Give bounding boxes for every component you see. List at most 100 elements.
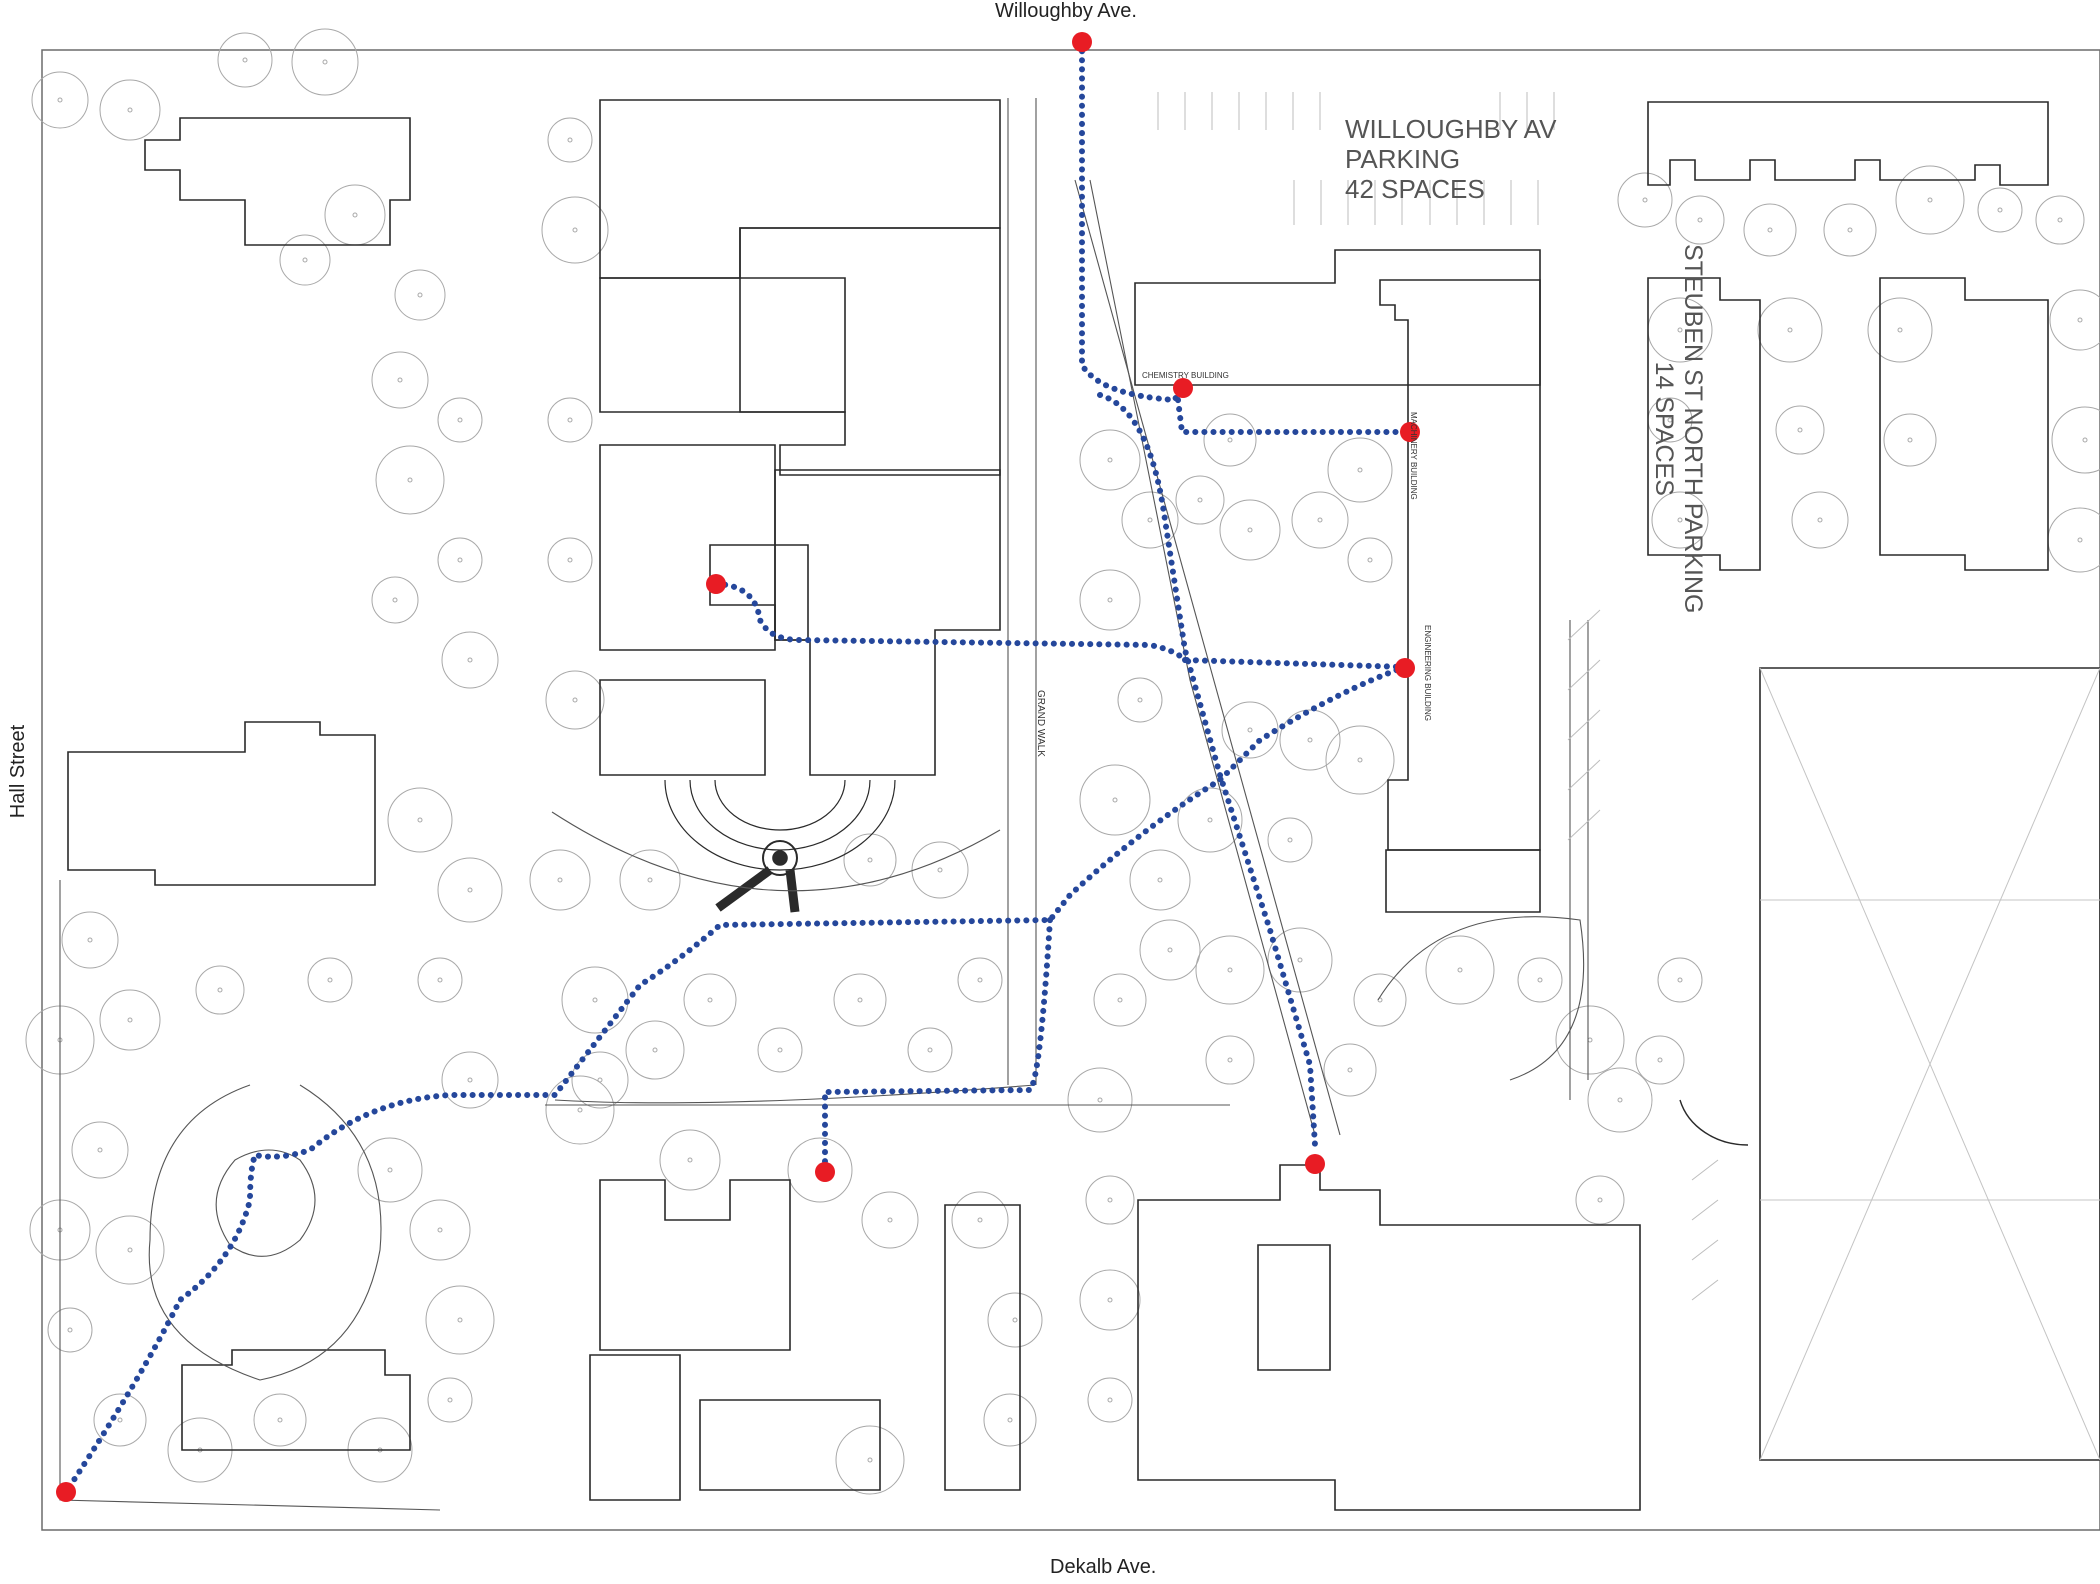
arc-south-east <box>1377 916 1585 1081</box>
tree-canopy <box>1587 1067 1653 1133</box>
tree-canopy <box>571 1051 629 1109</box>
tree-trunk <box>1107 1197 1113 1203</box>
tree-canopy <box>1291 491 1349 549</box>
tree-canopy <box>1079 569 1141 631</box>
building-s4 <box>944 1204 1021 1491</box>
tree-canopy <box>95 1215 165 1285</box>
tree-trunk <box>1297 957 1303 963</box>
path-label-grand-walk: GRAND WALK <box>1035 690 1046 757</box>
tree-canopy <box>843 833 897 887</box>
tree-canopy <box>1129 849 1191 911</box>
tree-canopy <box>1175 475 1225 525</box>
tree-canopy <box>983 1393 1037 1447</box>
tree-trunk <box>567 417 573 423</box>
tree-canopy <box>291 28 359 96</box>
street-label-south: Dekalb Ave. <box>1050 1556 1157 1578</box>
route-chem-down <box>1097 392 1318 1148</box>
chemistry-building <box>1134 249 1541 386</box>
tree-trunk <box>1617 1097 1623 1103</box>
building-ne-right <box>1879 277 2049 571</box>
tree-trunk <box>87 937 93 943</box>
tree-canopy <box>1353 973 1407 1027</box>
tree-canopy <box>195 965 245 1015</box>
tree-trunk <box>572 697 578 703</box>
grand-walk-edge <box>1007 98 1037 1085</box>
tree-trunk <box>707 997 713 1003</box>
tree-canopy <box>253 1393 307 1447</box>
tree-trunk <box>1587 1037 1593 1043</box>
parking-label-line: WILLOUGHBY AV <box>1345 114 1557 144</box>
tree-canopy <box>427 1377 473 1423</box>
tree-canopy <box>307 957 353 1003</box>
tree-trunk <box>2077 537 2083 543</box>
tree-canopy <box>1895 165 1965 235</box>
tree-trunk <box>1117 997 1123 1003</box>
tree-trunk <box>647 877 653 883</box>
accessible-entrance-marker[interactable] <box>706 574 726 594</box>
tree-trunk <box>2082 437 2088 443</box>
site-boundary <box>41 49 2100 1531</box>
building-ne-top <box>1647 101 2049 186</box>
tree-trunk <box>417 817 423 823</box>
tree-trunk <box>867 857 873 863</box>
tree-canopy <box>2035 195 2085 245</box>
accessible-entrance-marker[interactable] <box>1395 658 1415 678</box>
tree-trunk <box>457 417 463 423</box>
tree-canopy <box>1117 677 1163 723</box>
tree-trunk <box>1677 517 1683 523</box>
tree-trunk <box>127 1247 133 1253</box>
tree-trunk <box>242 57 248 63</box>
tree-canopy <box>93 1393 147 1447</box>
tree-canopy <box>1279 709 1341 771</box>
tree-canopy <box>1425 935 1495 1005</box>
tree-trunk <box>777 1047 783 1053</box>
parking-label-line: 14 SPACES <box>1650 361 1678 496</box>
building-s1 <box>599 1179 791 1351</box>
accessible-entrance-marker[interactable] <box>1305 1154 1325 1174</box>
tree-canopy <box>1219 499 1281 561</box>
accessible-entrance-marker[interactable] <box>1400 422 1420 442</box>
tree-trunk <box>1197 497 1203 503</box>
tree-canopy <box>279 234 331 286</box>
building-central-e <box>774 469 1001 776</box>
tree-canopy <box>2049 289 2100 351</box>
tree-canopy <box>1327 437 1393 503</box>
tree-canopy <box>1657 957 1703 1003</box>
tree-trunk <box>1537 977 1543 983</box>
tree-canopy <box>409 1199 471 1261</box>
tree-trunk <box>1227 1057 1233 1063</box>
building-south-core <box>1257 1244 1331 1371</box>
street-label-north: Willoughby Ave. <box>995 0 1137 22</box>
tree-trunk <box>467 657 473 663</box>
tree-trunk <box>1357 757 1363 763</box>
tree-canopy <box>619 849 681 911</box>
tree-trunk <box>977 977 983 983</box>
tree-trunk <box>1167 947 1173 953</box>
tree-canopy <box>437 857 503 923</box>
accessible-entrance-marker[interactable] <box>815 1162 835 1182</box>
tree-trunk <box>857 997 863 1003</box>
parking-lines <box>1157 92 1719 1301</box>
tree-canopy <box>1977 187 2023 233</box>
parking-label-willoughby: WILLOUGHBY AV PARKING 42 SPACES <box>1345 114 1557 205</box>
tree-trunk <box>1227 967 1233 973</box>
building-s3 <box>699 1399 881 1491</box>
accessible-entrance-marker[interactable] <box>1072 32 1092 52</box>
engineering-building <box>1379 279 1541 851</box>
accessible-entrance-marker[interactable] <box>1173 378 1193 398</box>
building-central-c <box>599 444 776 651</box>
entrance-markers <box>56 32 1420 1502</box>
tree-trunk <box>1012 1317 1018 1323</box>
tree-canopy <box>437 397 483 443</box>
parking-label-line: 42 SPACES <box>1345 173 1485 204</box>
tree-canopy <box>1347 537 1393 583</box>
tree-trunk <box>1227 437 1233 443</box>
tree-trunk <box>1797 427 1803 433</box>
tree-trunk <box>437 977 443 983</box>
tree-canopy <box>1743 203 1797 257</box>
tree-canopy <box>1757 297 1823 363</box>
accessible-entrance-marker[interactable] <box>56 1482 76 1502</box>
tree-canopy <box>547 117 593 163</box>
east-amphitheater <box>1679 1099 1749 1146</box>
building-ne-left <box>1647 277 1761 571</box>
